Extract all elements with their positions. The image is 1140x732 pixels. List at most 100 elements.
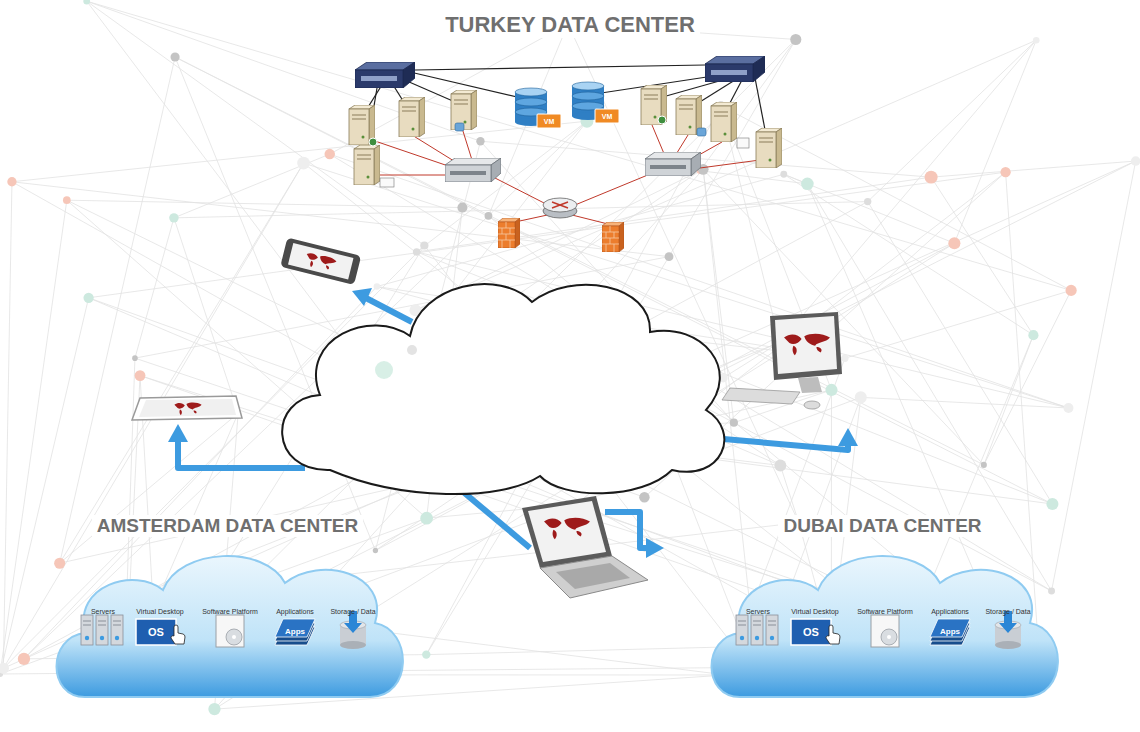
mesh-line [868, 40, 1037, 201]
server-slot [98, 621, 106, 622]
mesh-dot [1000, 167, 1010, 177]
mesh-line [60, 413, 239, 563]
cloud-group [57, 556, 403, 697]
mesh-line [175, 57, 1052, 504]
mesh-dot [864, 198, 871, 205]
mesh-dot [422, 650, 430, 658]
mesh-dot [1131, 156, 1140, 165]
server-icon [96, 615, 108, 645]
mesh-dot [780, 171, 787, 178]
mesh-dot [83, 0, 90, 4]
apps-stack-icon [275, 619, 315, 637]
mesh-line [703, 169, 984, 465]
server-slot [98, 625, 106, 626]
mesh-dot [0, 663, 9, 674]
mesh-dot [774, 460, 786, 472]
mesh-line [700, 39, 796, 170]
mesh-dot [639, 492, 649, 502]
turkey-equipment [349, 56, 782, 252]
mesh-dot [825, 384, 837, 396]
vm-tag: VM [544, 118, 555, 125]
tablet [132, 396, 242, 420]
mesh-line [67, 200, 463, 207]
server-slot [753, 625, 761, 626]
mesh-dot [476, 137, 484, 145]
mesh-line [0, 298, 89, 674]
mesh-line [784, 174, 1034, 335]
mesh-line [1052, 161, 1136, 591]
mesh-line [174, 154, 330, 218]
mesh-dot [63, 196, 71, 204]
disc-hole [887, 635, 891, 639]
mesh-line [721, 106, 1071, 291]
server-icon [766, 615, 778, 645]
mesh-line [669, 39, 796, 256]
data-center-heading: AMSTERDAM DATA CENTER [92, 515, 363, 537]
os-icon-text: OS [148, 627, 164, 638]
mesh-dot [1048, 588, 1055, 595]
cloud-outline [712, 556, 1058, 697]
disc-hole [232, 635, 236, 639]
mesh-line [12, 121, 587, 182]
mesh-line [87, 1, 1071, 290]
mesh-line [174, 202, 868, 218]
mesh-dot [1063, 403, 1073, 413]
storage-icon [340, 641, 366, 649]
mesh-line [87, 1, 481, 141]
data-center-heading: DUBAI DATA CENTER [778, 515, 986, 537]
mesh-line [845, 290, 1071, 358]
server-slot [113, 625, 121, 626]
server-led [115, 636, 119, 640]
mesh-line [174, 218, 238, 413]
server-led [755, 636, 759, 640]
software-box-icon [871, 615, 899, 647]
server-slot [83, 625, 91, 626]
cloud-group [712, 556, 1058, 697]
mesh-dot [790, 34, 801, 45]
server-slot [113, 621, 121, 622]
data-center-cloud: DUBAI DATA CENTERServersVirtual DesktopS… [700, 515, 1065, 707]
mesh-line [12, 182, 669, 257]
server-slot [83, 621, 91, 622]
server-slot [768, 621, 776, 622]
mesh-dot [801, 178, 814, 191]
mesh-dot [208, 703, 220, 715]
icon-caption: Software Platform [202, 608, 258, 615]
mesh-dot [170, 52, 179, 61]
server-slot [768, 625, 776, 626]
mesh-line [330, 24, 568, 154]
mesh-line [984, 335, 1034, 465]
mesh-dot [1033, 37, 1040, 44]
server-led [770, 636, 774, 640]
server-slot [753, 621, 761, 622]
mesh-dot [1066, 285, 1077, 296]
mesh-line [89, 172, 1006, 298]
data-center-group: TURKEY DATA CENTER [330, 12, 810, 262]
red-network-wires [372, 125, 760, 224]
mesh-line [488, 121, 586, 216]
heading-row: DUBAI DATA CENTER [700, 515, 1065, 537]
mesh-line [488, 24, 567, 216]
cloud-outline [57, 556, 403, 697]
mesh-dot [981, 462, 987, 468]
mesh-line [60, 163, 304, 563]
server-icon [111, 615, 123, 645]
mesh-dot [855, 391, 867, 403]
mesh-dot [7, 177, 16, 186]
server-icon [751, 615, 763, 645]
icon-caption: Applications [276, 608, 314, 615]
mesh-dot [324, 149, 335, 160]
mesh-dot [730, 419, 738, 427]
server-led [85, 636, 89, 640]
icon-caption: Servers [746, 608, 770, 615]
server-slot [738, 621, 746, 622]
mesh-dot [169, 213, 178, 222]
mesh-dot [420, 241, 428, 249]
os-icon-text: OS [803, 627, 819, 638]
server-led [740, 636, 744, 640]
server-icon [81, 615, 93, 645]
mesh-dot [457, 203, 467, 213]
apps-icon-text: Apps [940, 628, 960, 636]
mesh-line [87, 1, 425, 245]
